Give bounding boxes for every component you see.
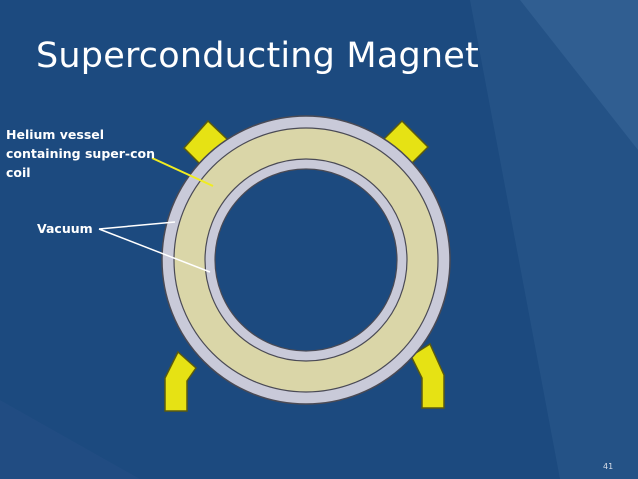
helium-vessel-label: Helium vessel containing super-con coil bbox=[6, 127, 155, 180]
bg-panel-bottom-left bbox=[0, 400, 140, 479]
slide-title: Superconducting Magnet bbox=[36, 36, 479, 76]
slide-number: 41 bbox=[603, 462, 614, 471]
support-bottom-left bbox=[164, 350, 197, 412]
vacuum-label: Vacuum bbox=[37, 221, 93, 236]
vacuum-pointer-inner bbox=[98, 228, 211, 273]
magnet-rings bbox=[161, 115, 451, 405]
magnet-bore bbox=[214, 168, 398, 352]
bg-panel-top-right bbox=[520, 0, 638, 150]
support-bottom-right bbox=[410, 342, 445, 409]
helium-pointer-line bbox=[151, 157, 214, 187]
bg-panel-right bbox=[470, 0, 638, 479]
magnet-supports bbox=[164, 119, 445, 412]
pointer-lines bbox=[98, 157, 214, 273]
vacuum-pointer-outer bbox=[98, 221, 176, 230]
